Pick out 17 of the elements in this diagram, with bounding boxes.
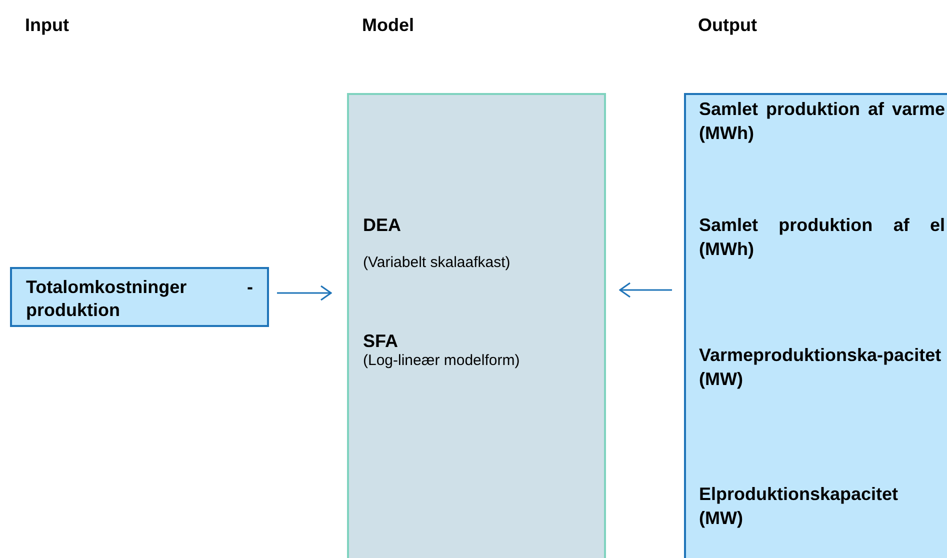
input-label: Totalomkostninger - produktion <box>26 276 253 322</box>
column-heading: Output <box>698 14 757 37</box>
input-box <box>10 267 269 327</box>
model-note: (Log-lineær modelform) <box>363 351 521 371</box>
model-name: DEA <box>363 214 402 237</box>
model-note: (Variabelt skalaafkast) <box>363 253 512 273</box>
model-panel <box>347 93 606 558</box>
output-label: Varmeproduktionska-pacitet (MW) <box>699 344 942 391</box>
output-label: Samlet produktion af varme (MWh) <box>699 98 945 145</box>
output-label: Elproduktionskapacitet (MW) <box>699 483 900 530</box>
arrow <box>619 282 672 298</box>
model-name: SFA <box>363 330 400 353</box>
output-panel <box>684 93 947 558</box>
column-heading: Input <box>25 14 69 37</box>
arrow <box>277 285 332 301</box>
output-label: Samlet produktion af el (MWh) <box>699 214 945 261</box>
column-heading: Model <box>362 14 414 37</box>
